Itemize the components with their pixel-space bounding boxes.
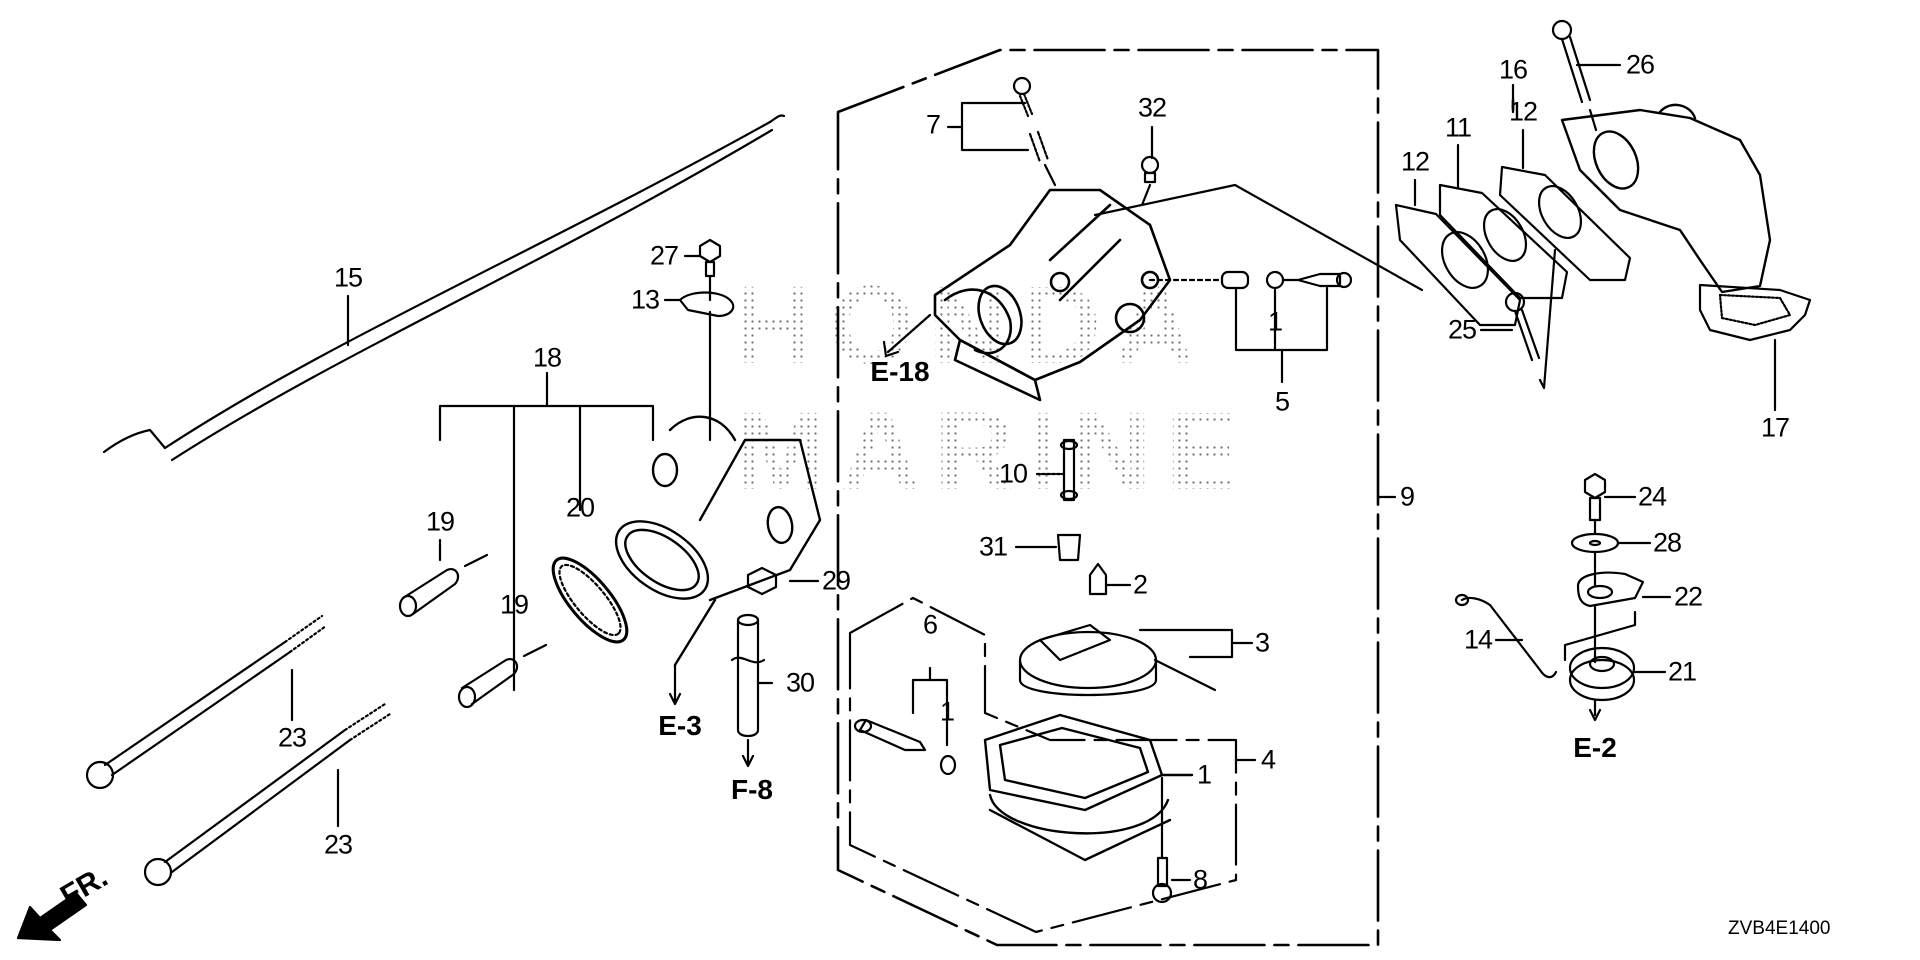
bolt-27 bbox=[683, 238, 722, 278]
callout-31: 31 bbox=[978, 531, 1008, 562]
collar-19-lower bbox=[457, 643, 548, 709]
callout-1-drain: 1 bbox=[939, 696, 955, 727]
carburetor-insulator bbox=[614, 415, 822, 667]
insulator-11 bbox=[1438, 143, 1569, 300]
bolt-26 bbox=[1551, 19, 1622, 132]
callout-16: 16 bbox=[1498, 54, 1528, 85]
washer-28 bbox=[1570, 518, 1652, 554]
throttle-cable-15 bbox=[102, 114, 786, 462]
bolt-24 bbox=[1583, 472, 1637, 522]
callout-15: 15 bbox=[333, 262, 363, 293]
chamber-screw-8 bbox=[1151, 776, 1192, 904]
plate-22 bbox=[1563, 550, 1672, 662]
arrow-to-e3 bbox=[668, 663, 682, 706]
callout-3: 3 bbox=[1254, 627, 1270, 658]
stay-13 bbox=[663, 274, 735, 442]
drain-screw-set-6 bbox=[853, 666, 957, 776]
screen-20 bbox=[551, 556, 629, 644]
callout-13: 13 bbox=[630, 284, 660, 315]
callout-12-rear: 12 bbox=[1508, 96, 1538, 127]
callout-25: 25 bbox=[1447, 314, 1477, 345]
callout-10: 10 bbox=[998, 458, 1028, 489]
callout-7: 7 bbox=[925, 109, 941, 140]
callout-6: 6 bbox=[922, 609, 938, 640]
callout-4: 4 bbox=[1260, 744, 1276, 775]
gasket-12-rear bbox=[1498, 128, 1632, 282]
nut-29 bbox=[746, 566, 820, 596]
callout-27: 27 bbox=[649, 240, 679, 271]
assembly-boundary-9 bbox=[836, 48, 1380, 947]
callout-14: 14 bbox=[1463, 624, 1493, 655]
callout-22: 22 bbox=[1673, 581, 1703, 612]
callout-2: 2 bbox=[1132, 569, 1148, 600]
callout-8: 8 bbox=[1192, 864, 1208, 895]
carburetor-body bbox=[933, 188, 1172, 402]
pilot-screw-7 bbox=[946, 76, 1057, 187]
callout-29: 29 bbox=[821, 565, 851, 596]
ref-e3[interactable]: E-3 bbox=[658, 710, 702, 741]
gasket-17 bbox=[1698, 283, 1812, 412]
arrow-to-e18 bbox=[882, 313, 932, 358]
air-screw-set-5 bbox=[1148, 270, 1353, 384]
callout-23-upper: 23 bbox=[277, 722, 307, 753]
callout-28: 28 bbox=[1652, 527, 1682, 558]
leader-carb-gasket bbox=[1093, 183, 1424, 292]
collar-19-upper bbox=[398, 553, 489, 618]
watermark-marine: MARINE bbox=[735, 390, 1253, 513]
screw-32 bbox=[1140, 125, 1160, 207]
callout-1-chamber: 1 bbox=[1196, 759, 1212, 790]
main-jet-31 bbox=[1014, 533, 1082, 562]
callout-20: 20 bbox=[565, 492, 595, 523]
callout-23-lower: 23 bbox=[323, 829, 353, 860]
callout-19-upper: 19 bbox=[425, 506, 455, 537]
callout-26: 26 bbox=[1625, 49, 1655, 80]
float-chamber-set-4 bbox=[848, 596, 1238, 934]
intake-manifold-16 bbox=[1511, 98, 1772, 294]
callout-24: 24 bbox=[1637, 481, 1667, 512]
fuel-tube-30 bbox=[730, 613, 774, 768]
float-valve-2 bbox=[1088, 562, 1132, 596]
callout-17: 17 bbox=[1760, 412, 1790, 443]
bolt-23-upper bbox=[85, 614, 328, 790]
callout-18: 18 bbox=[532, 342, 562, 373]
pulley-21 bbox=[1568, 604, 1667, 722]
bolt-23-lower bbox=[143, 702, 392, 887]
callout-32: 32 bbox=[1137, 92, 1167, 123]
callout-12-front: 12 bbox=[1400, 146, 1430, 177]
callout-11: 11 bbox=[1444, 112, 1472, 143]
main-nozzle-10 bbox=[1035, 438, 1079, 502]
front-arrow-icon bbox=[16, 891, 88, 942]
callout-1-airscrew: 1 bbox=[1267, 306, 1283, 337]
callout-9: 9 bbox=[1399, 481, 1415, 512]
callout-21: 21 bbox=[1667, 656, 1697, 687]
gasket-12-front bbox=[1394, 178, 1522, 327]
callout-19-lower: 19 bbox=[499, 589, 529, 620]
link-rod-14 bbox=[1454, 593, 1558, 679]
diagram-code: ZVB4E1400 bbox=[1728, 918, 1831, 939]
ref-e18[interactable]: E-18 bbox=[870, 356, 930, 387]
callout-5: 5 bbox=[1274, 386, 1290, 417]
callout-30: 30 bbox=[785, 667, 815, 698]
bolt-25 bbox=[1479, 248, 1557, 390]
bracket-18 bbox=[438, 371, 655, 692]
ref-f8[interactable]: F-8 bbox=[731, 774, 773, 805]
float-chamber bbox=[983, 713, 1194, 862]
float-3 bbox=[1018, 623, 1254, 697]
ref-e2[interactable]: E-2 bbox=[1573, 732, 1617, 763]
